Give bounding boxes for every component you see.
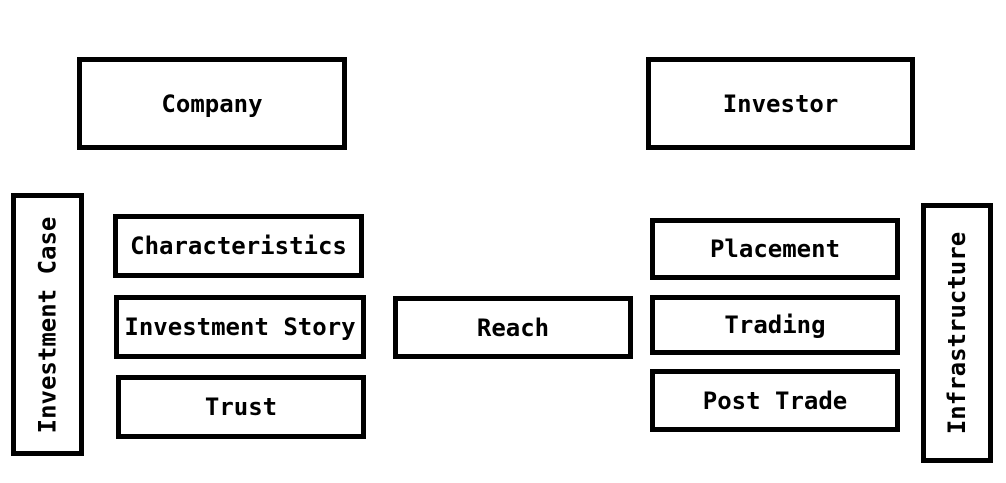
investor-box: Investor — [646, 57, 915, 150]
company-label: Company — [161, 89, 263, 118]
trading-box: Trading — [650, 295, 900, 355]
investment-story-label: Investment Story — [124, 313, 356, 341]
characteristics-label: Characteristics — [130, 232, 347, 260]
trust-label: Trust — [204, 393, 278, 421]
placement-label: Placement — [709, 235, 841, 263]
infrastructure-rail: Infrastructure — [921, 203, 993, 463]
reach-box: Reach — [393, 296, 633, 359]
infrastructure-label: Infrastructure — [943, 231, 972, 435]
characteristics-box: Characteristics — [113, 214, 364, 278]
trading-label: Trading — [724, 311, 826, 339]
company-box: Company — [77, 57, 347, 150]
trust-box: Trust — [116, 375, 366, 439]
reach-label: Reach — [476, 313, 550, 342]
post-trade-box: Post Trade — [650, 369, 900, 432]
investor-label: Investor — [722, 89, 839, 118]
post-trade-label: Post Trade — [702, 386, 848, 415]
investment-case-label: Investment Case — [33, 216, 62, 433]
placement-box: Placement — [650, 218, 900, 280]
investment-story-box: Investment Story — [114, 295, 366, 359]
investment-case-rail: Investment Case — [11, 193, 84, 456]
